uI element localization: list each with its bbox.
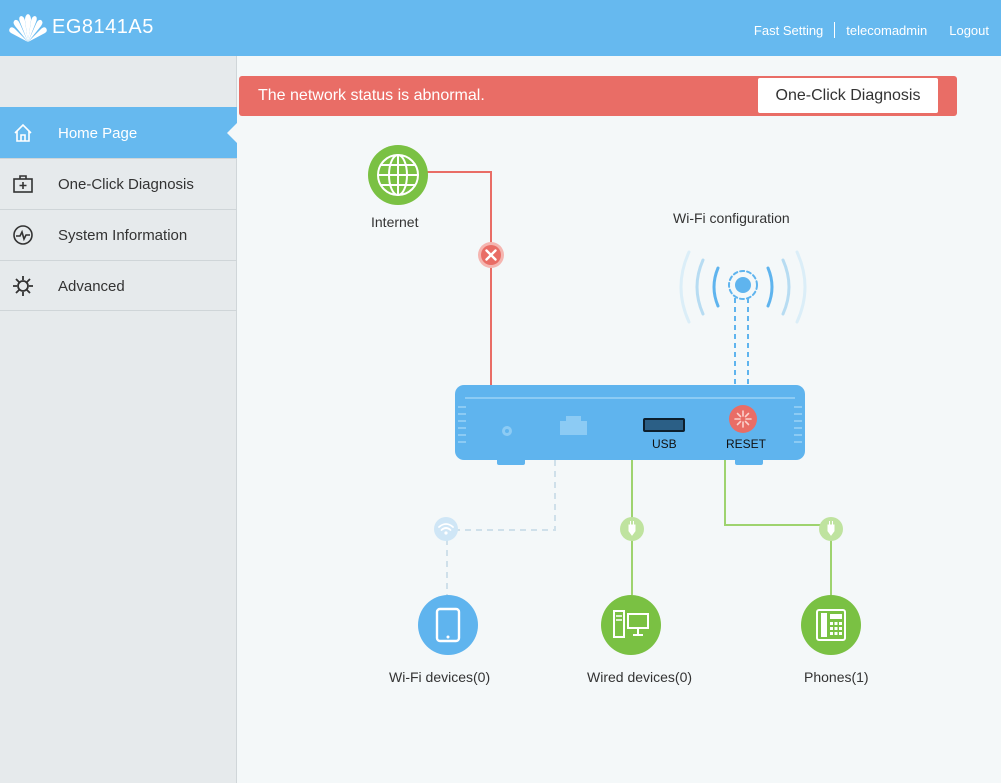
huawei-logo-icon (9, 14, 47, 42)
globe-icon[interactable] (367, 144, 429, 206)
sidebar-item-one-click-diagnosis[interactable]: One-Click Diagnosis (0, 158, 237, 209)
fast-setting-link[interactable]: Fast Setting (753, 22, 824, 38)
sidebar-item-label: One-Click Diagnosis (58, 175, 194, 193)
wifi-configuration-label[interactable]: Wi-Fi configuration (673, 210, 790, 226)
phone-plug-icon (819, 517, 843, 541)
tablet-icon[interactable] (417, 594, 479, 656)
sidebar-divider (0, 310, 237, 311)
wired-devices-label[interactable]: Wired devices(0) (587, 669, 693, 685)
header-divider (834, 22, 836, 38)
reset-label: RESET (726, 437, 767, 451)
one-click-diagnosis-button[interactable]: One-Click Diagnosis (758, 78, 938, 113)
header-links: Fast Setting telecomadmin Logout (754, 22, 989, 38)
sidebar-item-label: System Information (58, 226, 188, 244)
top-header: EG8141A5 Fast Setting telecomadmin Logou… (0, 0, 1001, 56)
network-status-banner: The network status is abnormal. One-Clic… (239, 76, 957, 116)
network-topology-diagram: Internet Wi-Fi configuration (239, 120, 1001, 783)
wifi-devices-label[interactable]: Wi-Fi devices(0) (389, 669, 491, 685)
home-icon (0, 123, 46, 143)
sidebar: Home Page One-Click Diagnosis System Inf… (0, 56, 237, 783)
ethernet-plug-icon (620, 517, 644, 541)
usb-port-icon (643, 418, 685, 432)
reset-button-icon[interactable] (728, 404, 758, 434)
sidebar-item-advanced[interactable]: Advanced (0, 260, 237, 311)
topology-lines (427, 171, 832, 595)
sidebar-item-system-information[interactable]: System Information (0, 209, 237, 260)
internet-label: Internet (371, 214, 419, 230)
user-link[interactable]: telecomadmin (846, 22, 928, 38)
sidebar-item-label: Advanced (58, 277, 125, 295)
sidebar-item-home-page[interactable]: Home Page (0, 107, 237, 158)
desktop-computer-icon[interactable] (600, 594, 662, 656)
gear-icon (0, 275, 46, 297)
wifi-signal-node-icon (434, 517, 458, 541)
device-model: EG8141A5 (52, 16, 154, 38)
sidebar-item-label: Home Page (58, 124, 138, 142)
network-status-message: The network status is abnormal. (258, 87, 485, 104)
logout-link[interactable]: Logout (949, 22, 989, 38)
wifi-antenna-icon[interactable] (673, 242, 813, 332)
medical-kit-icon (0, 174, 46, 194)
telephone-icon[interactable] (800, 594, 862, 656)
phones-label[interactable]: Phones(1) (804, 669, 869, 685)
error-x-icon (478, 242, 504, 268)
router-device (455, 385, 805, 465)
usb-label: USB (652, 437, 677, 451)
pulse-icon (0, 224, 46, 246)
